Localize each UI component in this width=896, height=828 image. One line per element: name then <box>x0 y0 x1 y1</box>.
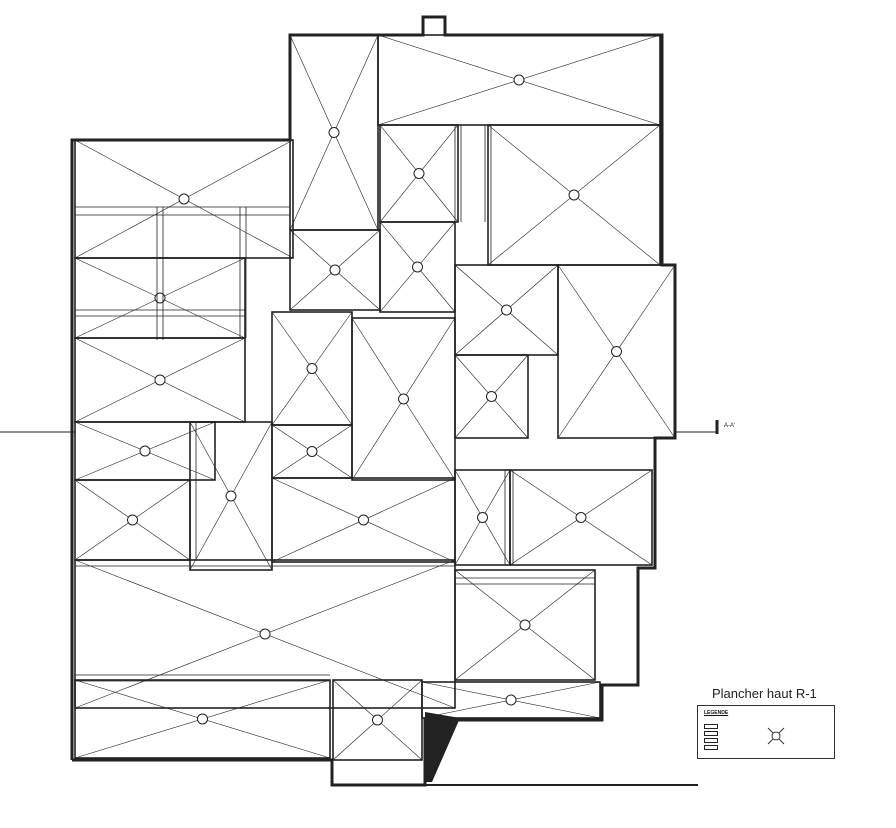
slab-symbol-icon <box>413 168 425 179</box>
legend-swatch <box>704 745 718 750</box>
slab-symbol-icon <box>519 619 531 631</box>
drawing-title: Plancher haut R-1 <box>712 686 817 701</box>
slab-panel <box>74 421 216 481</box>
slab-symbol-icon <box>398 393 409 405</box>
legend-box: LEGENDE <box>697 705 835 759</box>
slab-symbol-icon <box>486 391 497 402</box>
slab-symbol-icon <box>372 714 383 726</box>
legend-swatch <box>704 731 718 736</box>
slab-symbol-icon <box>127 514 138 526</box>
legend-swatch <box>704 738 718 743</box>
slab-symbol-icon <box>329 264 341 276</box>
slab-symbol-icon <box>154 374 166 386</box>
slab-symbol-icon <box>358 514 369 526</box>
slab-symbol-icon <box>259 628 271 640</box>
slab-symbol-icon <box>611 346 622 357</box>
slab-symbol-icon <box>477 512 488 523</box>
slab-symbol-icon <box>306 446 318 457</box>
slab-symbol-icon <box>225 490 237 502</box>
legend-swatch <box>704 724 718 729</box>
slab-panel <box>454 569 596 681</box>
slab-symbol-icon <box>501 304 512 316</box>
slab-symbol-icon <box>505 694 517 706</box>
wall-fill <box>425 712 460 782</box>
slab-symbol-icon <box>568 189 580 201</box>
slab-symbol-icon <box>412 261 423 273</box>
slab-panel <box>332 679 423 761</box>
slab-panel <box>509 469 653 566</box>
slab-panel <box>74 679 331 759</box>
slab-symbol-icon <box>178 193 190 205</box>
slab-symbol-icon <box>197 713 208 725</box>
slab-panel <box>454 354 529 439</box>
slab-symbol-icon <box>767 727 785 745</box>
slab-panel <box>421 681 601 719</box>
slab-symbol-icon <box>154 292 166 304</box>
slab-panel <box>557 264 676 439</box>
section-marker-label: A-A' <box>724 423 736 429</box>
slab-symbol-icon <box>328 127 340 138</box>
building-outline <box>70 15 677 787</box>
slab-symbol-icon <box>139 445 151 457</box>
slab-symbol-icon <box>575 512 587 523</box>
slab-panel <box>271 424 353 479</box>
slab-symbol-icon <box>306 363 318 374</box>
slab-symbol-icon <box>513 74 525 86</box>
legend-heading: LEGENDE <box>704 710 729 716</box>
